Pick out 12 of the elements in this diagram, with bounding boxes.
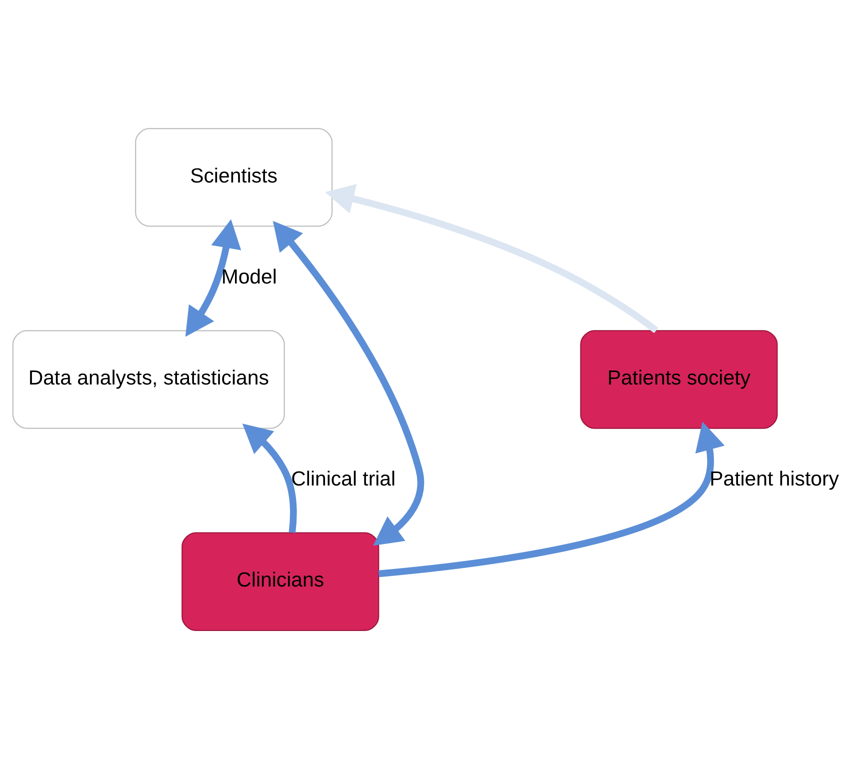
arrow (242, 424, 297, 533)
node-box: Scientists (135, 128, 333, 227)
arrow (325, 184, 658, 334)
node-box: Data analysts, statisticians (12, 330, 285, 429)
edge-label: Clinical trial (291, 468, 396, 491)
arrow (185, 219, 242, 337)
edge-label: Model (221, 266, 277, 288)
node-box: Clinicians (182, 532, 380, 632)
node-box: Patients society (580, 330, 778, 429)
arrow (272, 220, 424, 546)
arrow (378, 422, 725, 578)
edge-label: Patient history (710, 468, 840, 491)
